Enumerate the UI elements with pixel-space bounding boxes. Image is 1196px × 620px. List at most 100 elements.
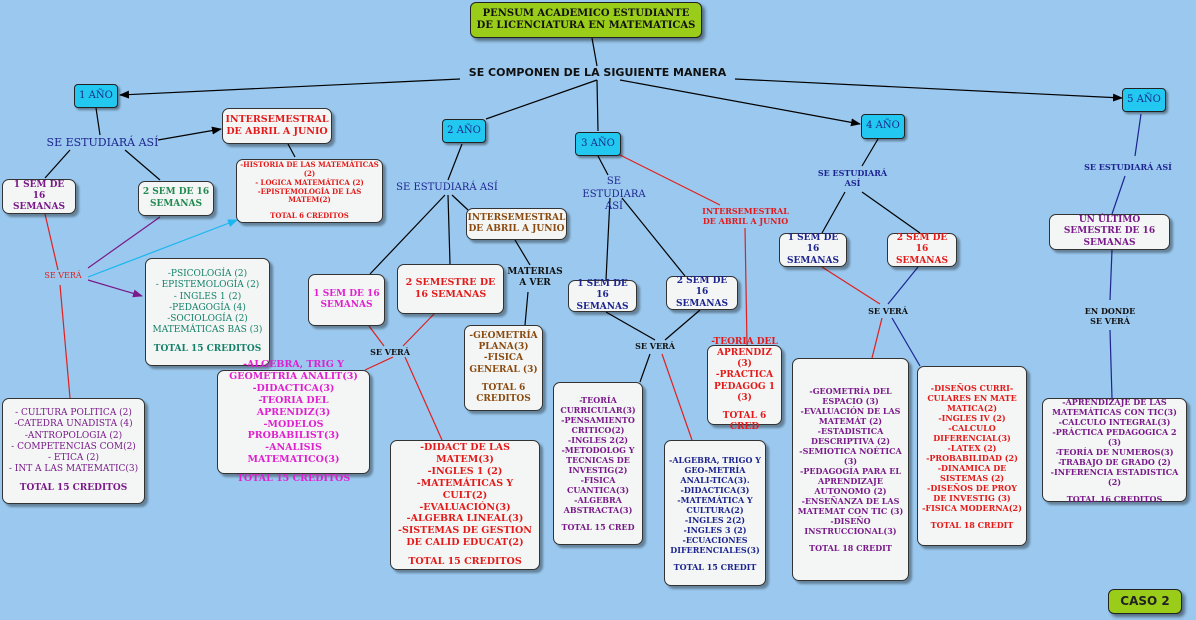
y5-course: -TEORÍA DE NUMEROS(3) [1055, 446, 1174, 457]
y3-sem1-course: -TEORÍA CURRICULAR(3) [560, 395, 636, 415]
y2-sem2-course: -MATEMÁTICAS Y CULT(2) [416, 477, 514, 501]
y1-sem1-course: - CULTURA POLITICA (2) [15, 408, 132, 419]
y3-intersemestral-label: INTERSEMESTRAL DE ABRIL A JUNIO [702, 206, 789, 226]
y1-sem2-course: -SOCIOLOGÍA (2) [167, 314, 248, 325]
y3-sem1-box: 1 SEM DE 16 SEMANAS [568, 279, 637, 312]
y3-sem2-course: -ALGEBRA, TRIGO Y GEO-METRÍA ANALI-TICA(… [669, 454, 761, 485]
y2-sem1-course: -TEORIA DEL APRENDIZ(3) [256, 394, 331, 418]
y2-sem2-course: -ALGEBRA LINEAL(3) [406, 513, 524, 525]
year-5-box: 5 AÑO [1122, 88, 1166, 112]
year-4-box: 4 AÑO [861, 114, 905, 139]
y4-se-estudiara-label: SE ESTUDIARÁ ASÍ [817, 168, 888, 188]
y4-sem1-course: -ESTADISTICA DESCRIPTIVA (2) [811, 426, 890, 446]
y5-course: -CALCULO INTEGRAL(3) [1058, 416, 1171, 427]
y2-sem2-total: TOTAL 15 CREDITOS [408, 556, 522, 567]
y1-inter-course: -HISTORIA DE LAS MATEMÁTICAS (2) [240, 160, 379, 178]
y2-se-estudiara-label: SE ESTUDIARÁ ASÍ [396, 182, 498, 193]
y3-se-estudiara-label: SE ESTUDIARA ASÍ [582, 176, 646, 212]
y1-sem2-course: -PEDAGOGÍA (4) [169, 302, 246, 313]
y4-sem2-total: TOTAL 18 CREDIT [930, 519, 1014, 530]
y4-sem2-box: 2 SEM DE 16 SEMANAS [887, 233, 957, 267]
subtitle-label: SE COMPONEN DE LA SIGUIENTE MANERA [468, 66, 727, 79]
y1-sem1-course: - INT A LAS MATEMATIC(3) [8, 464, 139, 475]
y2-sem1-total: TOTAL 15 CREDITOS [236, 473, 351, 484]
y1-se-vera-label: SE VERÁ [44, 271, 82, 280]
y4-sem1-course: -EVALUACIÓN DE LAS MATEMÁT (2) [800, 406, 901, 426]
y5-total: TOTAL 16 CREDITOS [1066, 493, 1163, 504]
y1-sem1-course: - COMPETENCIAS COM(2) [11, 441, 136, 452]
y3-inter-course: -PRACTICA PEDAGOG 1 (3) [713, 370, 776, 403]
y2-se-vera-label: SE VERÁ [370, 347, 410, 357]
y4-sem1-courses: -GEOMETRÍA DEL ESPACIO (3) -EVALUACIÓN D… [792, 358, 909, 581]
y4-sem2-course: -FISICA MODERNA(2) [922, 502, 1022, 513]
y2-sem2-course: -EVALUACIÓN(3) [419, 501, 511, 513]
y4-sem2-course: -CALCULO DIFERENCIAL(3) [933, 422, 1011, 443]
y2-sem1-course: -MODELOS PROBABILIST(3) [247, 418, 340, 442]
y3-sem2-course: -INGLES 2(2) [684, 514, 746, 525]
y4-sem1-course: -ENSEÑANZA DE LAS MATEMAT CON TIC (3) [797, 496, 904, 516]
y4-sem1-course: -PEDAGOGÍA PARA EL APRENDIZAJE AUTONOMO … [800, 466, 901, 496]
y5-course: -APRENDIZAJE DE LAS MATEMÁTICAS CON TIC(… [1052, 396, 1177, 417]
y3-sem2-course: -ECUACIONES DIFERENCIALES(3) [670, 534, 760, 555]
y2-sem2-course: -DIDACT DE LAS MATEM(3) [420, 442, 510, 465]
y4-sem1-total: TOTAL 18 CREDIT [809, 543, 892, 553]
y3-sem1-course: -PENSAMIENTO CRITICO(2) [561, 415, 635, 435]
y5-sem-box: UN ÚLTIMO SEMESTRE DE 16 SEMANAS [1049, 214, 1170, 250]
y2-sem2-course: -SISTEMAS DE GESTION DE CALID EDUCAT(2) [398, 525, 532, 549]
y2-inter-total: TOTAL 6 CREDITOS [476, 382, 531, 404]
y4-sem2-course: -LATEX (2) [947, 442, 997, 453]
y2-intersemestral-courses: -GEOMETRÍA PLANA(3) -FISICA GENERAL (3) … [464, 325, 543, 411]
y1-se-estudiara-label: SE ESTUDIARÁ ASÍ [46, 136, 159, 149]
y3-sem1-course: -INGLES 2(2) [567, 435, 629, 445]
y1-sem1-total: TOTAL 15 CREDITOS [19, 482, 128, 493]
y3-sem2-courses: -ALGEBRA, TRIGO Y GEO-METRÍA ANALI-TICA(… [664, 440, 766, 586]
y1-inter-course: -EPISTEMOLOGÍA DE LAS MATEM(2) [257, 186, 362, 205]
y5-course: -PRÁCTICA PEDAGOGICA 2 (3) [1052, 426, 1177, 447]
y4-sem1-course: -GEOMETRÍA DEL ESPACIO (3) [809, 386, 892, 406]
y1-sem1-box: 1 SEM DE 16 SEMANAS [2, 179, 76, 214]
y3-intersemestral-courses: -TEORIA DEL APRENDIZ (3) -PRACTICA PEDAG… [707, 337, 782, 432]
y4-sem1-box: 1 SEM DE 16 SEMANAS [779, 233, 847, 267]
year-3-box: 3 AÑO [575, 132, 621, 156]
y5-courses: -APRENDIZAJE DE LAS MATEMÁTICAS CON TIC(… [1042, 396, 1187, 504]
y2-sem2-course: -INGLES 1 (2) [427, 465, 503, 477]
y3-sem2-course: -INGLES 3 (2) [683, 524, 747, 535]
y4-sem2-course: -INGLES IV (2) [938, 412, 1006, 423]
y2-sem1-course: -DIDACTICA(3) [252, 382, 335, 394]
y3-sem1-courses: -TEORÍA CURRICULAR(3) -PENSAMIENTO CRITI… [553, 382, 643, 545]
y3-sem2-course: -MATEMÁTICA Y CULTURA(2) [677, 494, 753, 515]
y3-sem1-course: -FISICA CUANTICA(3) [566, 475, 630, 495]
y1-sem2-courses: -PSICOLOGÍA (2) - EPISTEMOLOGÍA (2) - IN… [145, 258, 270, 366]
y3-sem1-course: -METODOLOG Y TECNICAS DE INVESTIG(2) [561, 445, 635, 475]
year-1-box: 1 AÑO [74, 84, 118, 108]
y1-sem2-total: TOTAL 15 CREDITOS [153, 343, 262, 354]
y1-sem2-course: - INGLES 1 (2) [173, 291, 242, 302]
y2-inter-course: -FISICA GENERAL (3) [469, 353, 538, 375]
y3-sem2-box: 2 SEM DE 16 SEMANAS [666, 276, 738, 310]
y1-intersemestral-box: INTERSEMESTRAL DE ABRIL A JUNIO [222, 108, 332, 144]
y3-sem1-course: -ALGEBRA ABSTRACTA(3) [563, 495, 633, 515]
y3-inter-total: TOTAL 6 CRED [722, 411, 767, 433]
y1-sem1-course: -CATEDRA UNADISTA (4) [14, 419, 133, 430]
y4-sem2-course: -DISEÑOS CURRI-CULARES EN MATE MATICA(2) [927, 382, 1017, 413]
y2-intersemestral-box: INTERSEMESTRAL DE ABRIL A JUNIO [466, 208, 567, 240]
year-2-box: 2 AÑO [442, 119, 486, 143]
y5-se-estudiara-label: SE ESTUDIARÁ ASÍ [1084, 162, 1172, 172]
y1-inter-course: - LOGICA MATEMÁTICA (2) [255, 177, 364, 187]
y2-inter-course: -GEOMETRÍA PLANA(3) [469, 330, 538, 352]
y2-sem2-courses: -DIDACT DE LAS MATEM(3) -INGLES 1 (2) -M… [390, 440, 540, 570]
y2-sem1-box: 1 SEM DE 16 SEMANAS [308, 274, 385, 326]
y2-sem1-courses: -ALGEBRA, TRIG Y GEOMETRIA ANALIT(3) -DI… [217, 359, 370, 484]
y4-sem2-courses: -DISEÑOS CURRI-CULARES EN MATE MATICA(2)… [917, 366, 1027, 546]
y3-sem2-course: -DIDACTICA(3) [680, 484, 750, 495]
y3-inter-course: -TEORIA DEL APRENDIZ (3) [711, 336, 778, 370]
y3-sem2-total: TOTAL 15 CREDIT [673, 561, 757, 572]
y3-se-vera-label: SE VERÁ [635, 341, 675, 351]
y4-sem2-course: -DINAMICA DE SISTEMAS (2) [937, 462, 1007, 483]
y1-sem2-box: 2 SEM DE 16 SEMANAS [138, 181, 214, 216]
y5-course: -INFERENCIA ESTADISTICA (2) [1050, 466, 1179, 487]
y3-sem1-total: TOTAL 15 CRED [561, 522, 635, 532]
y2-sem1-course: -ANALISIS MATEMATICO(3) [247, 442, 340, 466]
